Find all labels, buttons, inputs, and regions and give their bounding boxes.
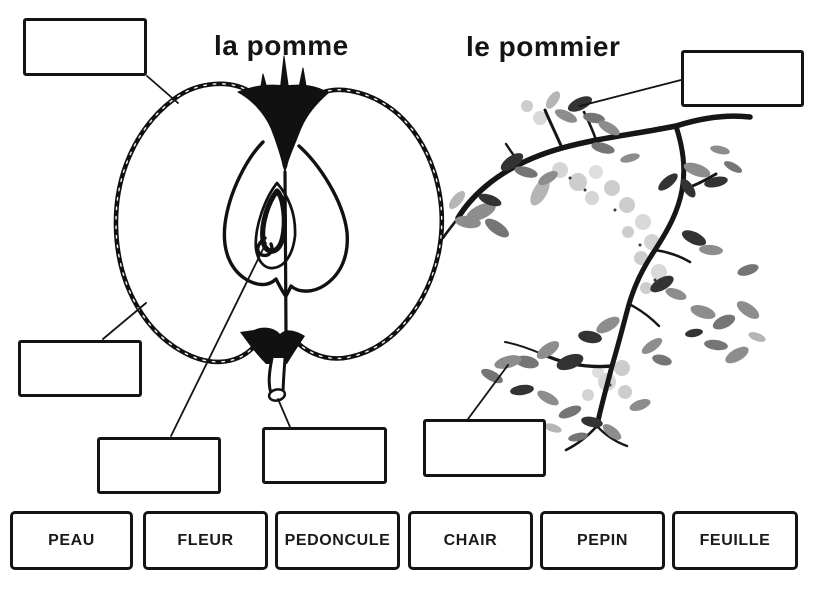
word-box-pedoncule[interactable]: PEDONCULE xyxy=(275,511,400,570)
apple-bottom-shading xyxy=(240,327,305,364)
apple-seed-hook xyxy=(256,236,274,258)
connector-line-tree-top xyxy=(579,79,682,107)
tree-branches xyxy=(441,108,753,452)
apple-core-outline-left xyxy=(222,140,287,297)
apple-skin-texture xyxy=(115,83,443,363)
answer-box-apple-bottom-center[interactable] xyxy=(97,437,221,494)
word-box-pepin[interactable]: PEPIN xyxy=(540,511,665,570)
word-box-chair[interactable]: CHAIR xyxy=(408,511,533,570)
tree-title: le pommier xyxy=(466,31,621,62)
connector-line-stem xyxy=(277,398,291,428)
apple-title: la pomme xyxy=(214,30,349,61)
apple-seed xyxy=(260,188,287,254)
tree-specks xyxy=(568,176,657,387)
answer-box-apple-stem[interactable] xyxy=(262,427,387,484)
word-box-fleur[interactable]: FLEUR xyxy=(143,511,268,570)
connector-line-skin-top xyxy=(146,75,179,104)
answer-box-apple-top-left[interactable] xyxy=(23,18,147,76)
connector-line-flesh-left xyxy=(102,302,147,340)
word-box-feuille[interactable]: FEUILLE xyxy=(672,511,798,570)
apple-cross-section-drawing xyxy=(113,55,444,402)
apple-calyx-spikes xyxy=(259,55,308,93)
answer-box-tree-top-right[interactable] xyxy=(681,50,804,107)
word-box-peau[interactable]: PEAU xyxy=(10,511,133,570)
apple-core-axis xyxy=(283,170,288,334)
connector-line-seed xyxy=(170,242,267,437)
tree-branch-drawing xyxy=(441,91,766,452)
answer-box-tree-bottom[interactable] xyxy=(423,419,546,477)
connector-line-tree-leaf xyxy=(467,364,509,420)
apple-seed-cavity xyxy=(254,181,297,270)
label-connector-lines xyxy=(102,75,682,437)
answer-box-apple-left[interactable] xyxy=(18,340,142,397)
apple-core-outline-right xyxy=(284,144,349,298)
